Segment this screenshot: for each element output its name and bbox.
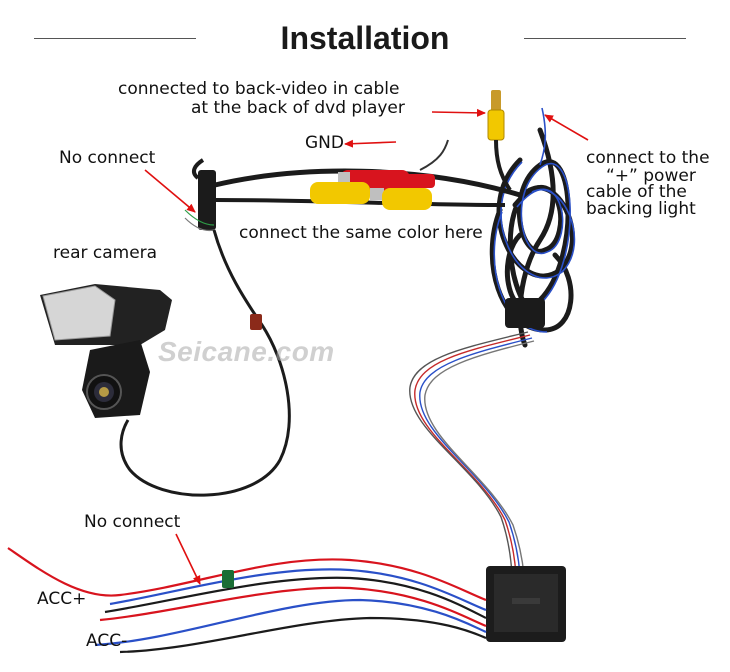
arrow-no-connect-top xyxy=(144,169,196,213)
label-power-1: connect to the xyxy=(586,148,710,168)
label-no-connect-top: No connect xyxy=(59,148,156,168)
extension-cable-coil-blue xyxy=(493,161,576,333)
rca-video-plug-top xyxy=(487,90,512,192)
acc-clip xyxy=(222,570,234,588)
camera-cable xyxy=(119,229,291,497)
power-wire xyxy=(539,107,547,166)
arrow-no-connect-bottom xyxy=(175,533,201,585)
label-acc-plus: ACC+ xyxy=(37,589,87,609)
gnd-wire xyxy=(419,139,449,171)
label-acc-minus: ACC- xyxy=(86,631,128,651)
rear-camera xyxy=(40,284,172,418)
arrow-gnd xyxy=(344,139,397,148)
rca-yellow-pair xyxy=(310,182,432,210)
control-box xyxy=(486,566,566,642)
arrow-power xyxy=(544,114,589,141)
label-power-2: “+” power xyxy=(606,166,696,186)
title-rule-left xyxy=(34,38,196,39)
label-back-video-2: at the back of dvd player xyxy=(191,98,405,118)
harness-wires xyxy=(409,331,535,576)
label-power-3: cable of the xyxy=(586,182,687,202)
label-no-connect-bottom: No connect xyxy=(84,512,181,532)
indicator-arrows xyxy=(144,108,589,585)
label-back-video-1: connected to back-video in cable xyxy=(118,79,400,99)
label-rear-camera: rear camera xyxy=(53,243,158,263)
page-title: Installation xyxy=(280,20,450,56)
cable-ferrite xyxy=(250,314,262,330)
label-power-4: backing light xyxy=(586,199,696,219)
acc-wires xyxy=(7,547,487,654)
label-same-color: connect the same color here xyxy=(239,223,483,243)
watermark: Seicane.com xyxy=(158,336,335,367)
camera-connector xyxy=(198,170,216,230)
harness-connector xyxy=(505,298,545,328)
title-rule-right xyxy=(524,38,686,39)
arrow-back-video xyxy=(431,108,486,117)
label-gnd: GND xyxy=(305,133,344,153)
main-cable-2 xyxy=(214,198,506,207)
